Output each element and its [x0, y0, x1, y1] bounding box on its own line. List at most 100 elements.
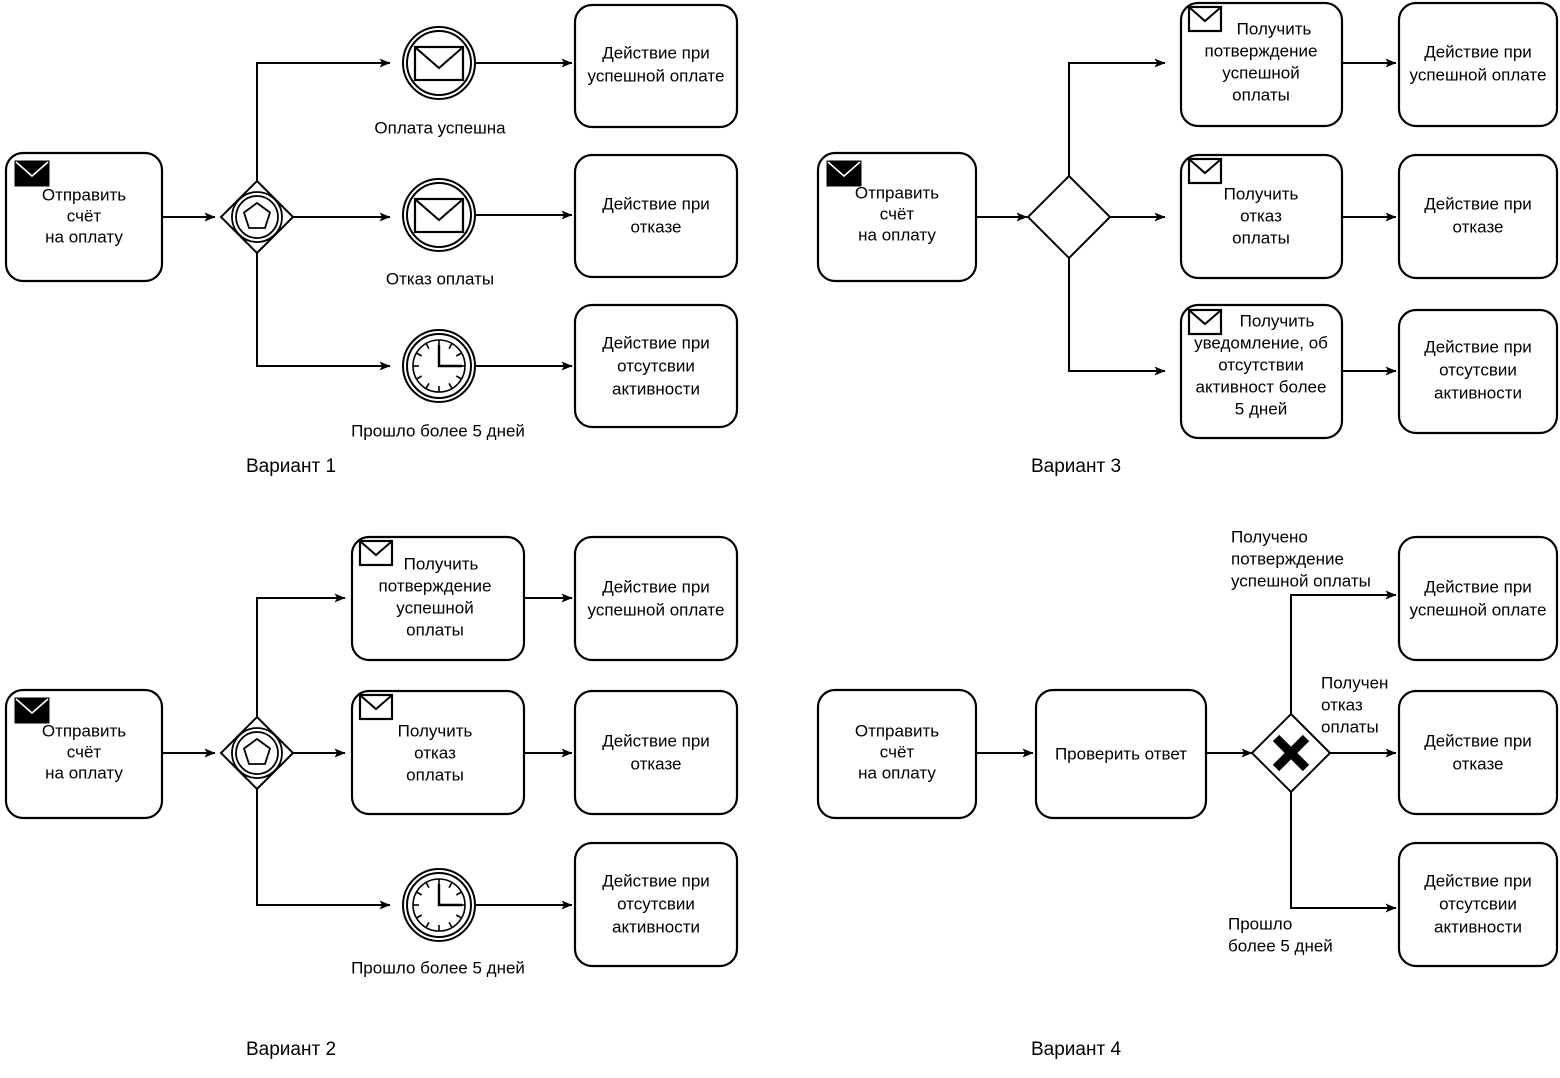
v4-result-3-line-0: Действие при: [1424, 871, 1532, 890]
v3-flow-branch-1: [1068, 58, 1166, 176]
v4-result-2-line-0: Действие при: [1424, 731, 1532, 750]
v3-receive-task-inactive[interactable]: Получить уведомление, об отсутствии акти…: [1179, 303, 1344, 440]
v2-task-1-line-3: оплаты: [406, 620, 464, 639]
v1-result-1-line-1: успешной оплате: [588, 66, 725, 85]
variant-4-caption: Вариант 4: [1031, 1039, 1121, 1060]
v1-result-inactive[interactable]: Действие при отсутсвии активности: [573, 303, 739, 429]
send-message-icon: [14, 160, 50, 187]
v2-receive-task-success[interactable]: Получить потверждение успешной оплаты: [350, 535, 526, 662]
v4-result-2-line-1: отказе: [1453, 754, 1504, 773]
v3-receive-task-reject[interactable]: Получить отказ оплаты: [1179, 153, 1344, 280]
v4-check-task-line-0: Проверить ответ: [1055, 744, 1187, 763]
v3-result-2-line-0: Действие при: [1424, 194, 1532, 213]
variant-1-caption: Вариант 1: [246, 456, 336, 477]
clock-hands: [437, 884, 462, 907]
v4-edge-label-2-line-2: оплаты: [1321, 717, 1379, 736]
v2-send-task[interactable]: Отправить счёт на оплату: [4, 688, 164, 820]
v2-task-2-line-2: оплаты: [406, 765, 464, 784]
v1-event-message-success[interactable]: [402, 26, 476, 100]
v1-result-2-line-0: Действие при: [602, 194, 710, 213]
v1-event-label-3: Прошло более 5 дней: [351, 421, 525, 440]
v2-flow-branch-1: [256, 593, 346, 717]
v1-result-2-line-1: отказе: [631, 217, 682, 236]
v3-result-inactive[interactable]: Действие при отсутсвии активности: [1397, 308, 1559, 435]
v2-timer-label-visible: Прошло более 5 дней: [351, 958, 525, 977]
v4-edge-label-3-line-0: Прошло: [1228, 914, 1292, 933]
v1-event-timer[interactable]: [402, 329, 476, 403]
v2-event-timer[interactable]: [402, 868, 476, 942]
send-message-icon: [14, 697, 50, 724]
v3-result-3-line-1: отсутсвии: [1439, 360, 1517, 379]
v2-result-inactive[interactable]: Действие при отсутсвии активности: [573, 841, 739, 968]
v3-task-3-line-1: уведомление, об: [1194, 333, 1328, 352]
v1-send-task-line-2: на оплату: [45, 227, 123, 246]
v2-result-success[interactable]: Действие при успешной оплате: [573, 535, 739, 662]
send-message-icon: [826, 160, 862, 187]
v4-edge-label-1-line-1: потверждение: [1231, 549, 1344, 568]
v3-task-2-line-2: оплаты: [1232, 228, 1290, 247]
v3-send-task-line-0: Отправить: [855, 183, 939, 202]
v2-result-1-line-1: успешной оплате: [588, 600, 725, 619]
v1-send-task[interactable]: Отправить счёт на оплату: [4, 151, 164, 283]
variant-4-group: Отправить счёт на оплату Проверить ответ: [816, 527, 1559, 1060]
v3-result-3-line-2: активности: [1434, 383, 1522, 402]
v1-result-success[interactable]: Действие при успешной оплате: [573, 3, 739, 129]
v1-result-1-line-0: Действие при: [602, 43, 710, 62]
v4-result-1-line-0: Действие при: [1424, 577, 1532, 596]
v1-send-task-line-1: счёт: [67, 206, 102, 225]
v4-edge-label-1-line-2: успешной оплаты: [1231, 571, 1371, 590]
v4-result-reject[interactable]: Действие при отказе: [1397, 689, 1559, 816]
v4-exclusive-gateway[interactable]: [1250, 712, 1332, 794]
v1-result-3-line-1: отсутсвии: [617, 356, 695, 375]
v4-result-3-line-1: отсутсвии: [1439, 894, 1517, 913]
variant-3-group: Отправить счёт на оплату Получить потвер…: [816, 1, 1559, 477]
v1-result-reject[interactable]: Действие при отказе: [573, 153, 739, 279]
v2-result-3-line-0: Действие при: [602, 871, 710, 890]
v3-receive-task-success[interactable]: Получить потверждение успешной оплаты: [1179, 1, 1344, 128]
v4-edge-label-2-line-1: отказ: [1321, 695, 1363, 714]
clock-hands: [437, 345, 462, 368]
v4-check-task[interactable]: Проверить ответ: [1034, 688, 1208, 820]
v4-edge-label-3-line-1: более 5 дней: [1228, 936, 1333, 955]
v3-result-success[interactable]: Действие при успешной оплате: [1397, 1, 1559, 128]
v3-result-1-line-0: Действие при: [1424, 42, 1532, 61]
v1-send-task-line-0: Отправить: [42, 185, 126, 204]
variant-2-group: Отправить счёт на оплату Получи: [4, 535, 739, 1060]
pentagon-icon: [242, 737, 272, 765]
v4-send-task[interactable]: Отправить счёт на оплату: [816, 688, 978, 820]
v4-result-success[interactable]: Действие при успешной оплате: [1397, 535, 1559, 662]
variant-3-caption: Вариант 3: [1031, 456, 1121, 477]
v4-edge-label-2-line-0: Получен: [1321, 673, 1388, 692]
v4-result-1-line-1: успешной оплате: [1410, 600, 1547, 619]
v1-event-gateway[interactable]: [219, 179, 295, 255]
v3-result-1-line-1: успешной оплате: [1410, 65, 1547, 84]
v3-send-task-line-2: на оплату: [858, 225, 936, 244]
receive-message-icon: [358, 693, 394, 721]
v3-task-2-line-1: отказ: [1240, 206, 1282, 225]
v4-result-inactive[interactable]: Действие при отсутсвии активности: [1397, 841, 1559, 968]
v4-result-3-line-2: активности: [1434, 917, 1522, 936]
v2-task-2-line-0: Получить: [398, 721, 473, 740]
v2-result-2-line-1: отказе: [631, 754, 682, 773]
v2-event-gateway[interactable]: [219, 715, 295, 791]
v2-result-3-line-2: активности: [612, 917, 700, 936]
v3-task-1-line-2: успешной: [1222, 63, 1299, 82]
v2-task-1-line-2: успешной: [396, 598, 473, 617]
v2-receive-task-reject[interactable]: Получить отказ оплаты: [350, 689, 526, 816]
x-cross-icon: [1272, 734, 1310, 772]
v4-send-task-line-2: на оплату: [858, 763, 936, 782]
v2-task-1-line-1: потверждение: [379, 576, 492, 595]
v3-result-reject[interactable]: Действие при отказе: [1397, 153, 1559, 280]
v3-send-task[interactable]: Отправить счёт на оплату: [816, 151, 978, 283]
v3-result-2-line-1: отказе: [1453, 217, 1504, 236]
v4-flow-branch-1: [1290, 590, 1397, 714]
v3-task-1-line-3: оплаты: [1232, 85, 1290, 104]
v3-plain-gateway[interactable]: [1026, 174, 1112, 260]
v2-result-reject[interactable]: Действие при отказе: [573, 689, 739, 816]
v3-task-3-line-0: Получить: [1240, 311, 1315, 330]
v3-task-3-line-3: активност более: [1196, 377, 1327, 396]
v4-send-task-line-0: Отправить: [855, 721, 939, 740]
v1-event-message-reject[interactable]: [402, 178, 476, 252]
